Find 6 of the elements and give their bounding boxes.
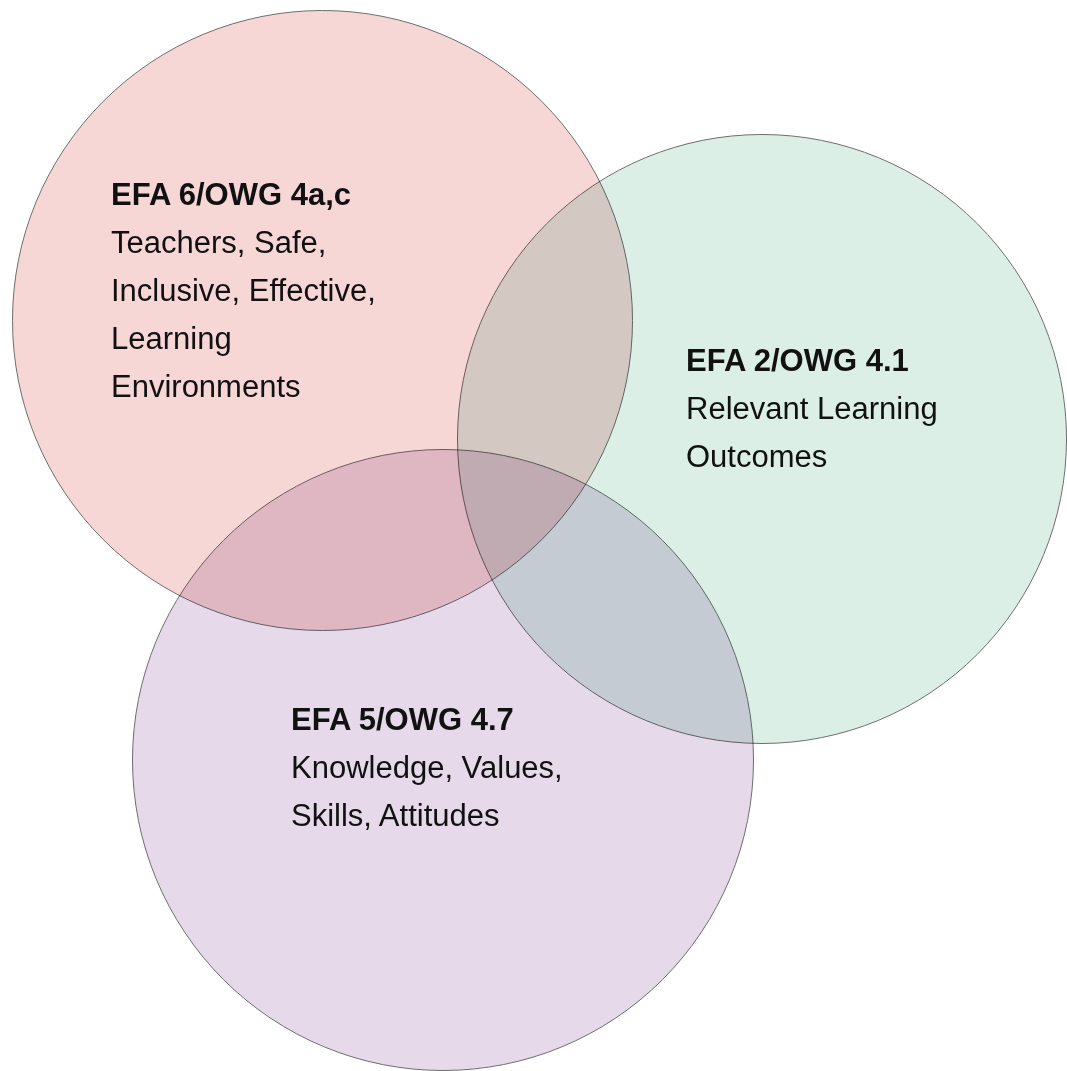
circle-heading: EFA 2/OWG 4.1 — [686, 342, 910, 380]
circle-text: Knowledge, Values, Skills, Attitudes — [291, 749, 564, 835]
circle-text: Teachers, Safe, Inclusive, Effective, Learning Environments — [111, 224, 377, 406]
circle-heading: EFA 6/OWG 4a,c — [111, 176, 353, 214]
circle-heading: EFA 5/OWG 4.7 — [291, 701, 515, 739]
circle-text: Relevant Learning Outcomes — [686, 390, 939, 476]
